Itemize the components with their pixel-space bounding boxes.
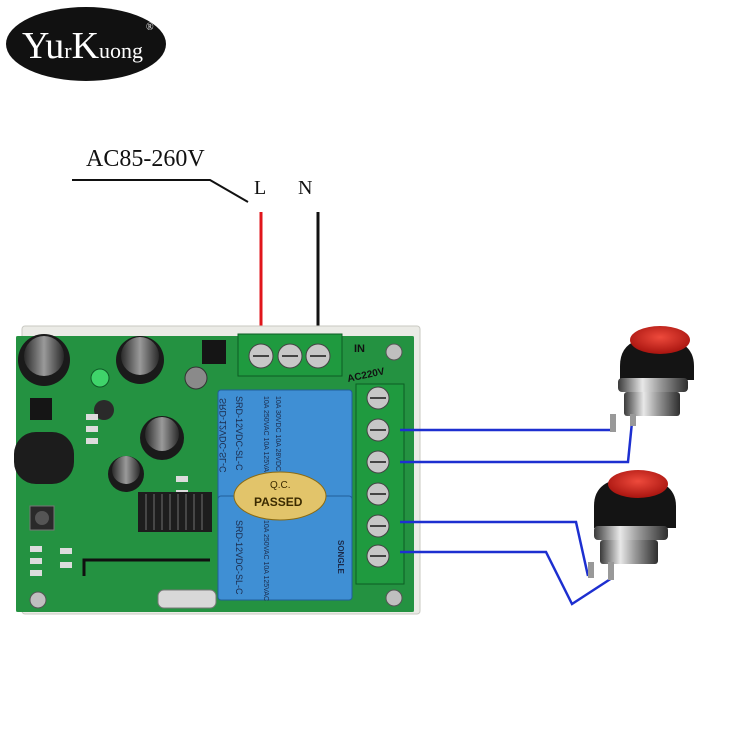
switch-terminal [610, 414, 616, 432]
live-label: L [254, 177, 266, 199]
power-input: AC85-260V L N [72, 146, 320, 345]
rf-coil [138, 492, 212, 532]
switch-nut [618, 378, 688, 392]
push-switch-1[interactable] [610, 326, 694, 432]
switch-cap-icon[interactable] [630, 326, 690, 354]
input-label: IN [354, 343, 365, 355]
switch-terminal [630, 414, 636, 426]
relay-top-model-text: SRD-12VDC-SL-C [234, 396, 244, 471]
crystal-icon [157, 589, 217, 609]
switch-2-wire-b [400, 550, 613, 606]
qc-sticker [233, 471, 327, 521]
switch-nut [594, 526, 668, 540]
logo-letter-y: Yu [22, 25, 64, 67]
logo-text: YurKuong [22, 25, 143, 67]
inductor-icon [14, 432, 74, 484]
capacitor-top [145, 417, 179, 451]
switch-terminal [588, 562, 594, 578]
switch-thread [624, 392, 680, 416]
relay-top-rating-1: 10A 250VAC 10A 125VAC [262, 396, 269, 477]
relay-bottom-rating-1: 10A 250VAC 10A 125VAC [262, 520, 269, 601]
qc-line-2: PASSED [254, 495, 303, 509]
logo-letter-r: r [64, 38, 72, 63]
switch-cap-icon[interactable] [608, 470, 668, 498]
relay-top-model: SRD-12VDC-SL-C [218, 398, 228, 473]
switch-thread [600, 540, 658, 564]
mounting-screws [29, 343, 403, 609]
screw-icon [385, 343, 403, 361]
switch-2-wire-a [400, 520, 590, 577]
receiver-board: IN SRD-12VDC-SL-C SRD-12VDC-SL-C 10A 250… [14, 325, 421, 615]
capacitor-icon [94, 400, 114, 420]
chip-icon [202, 340, 226, 364]
voltage-label: AC85-260V [86, 146, 205, 172]
capacitor-top [112, 456, 140, 484]
brand-logo: YurKuong ® [6, 7, 166, 81]
logo-letters-uong: uong [99, 38, 143, 63]
registered-mark: ® [146, 22, 154, 33]
voltage-leader-line [72, 179, 249, 203]
switch-1-wire-b [400, 421, 634, 464]
relay-bottom-model: SRD-12VDC-SL-C [234, 520, 244, 595]
capacitor-top [121, 337, 159, 375]
neutral-label: N [298, 177, 312, 199]
relay-brand: SONGLE [336, 540, 345, 574]
capacitor-icon [184, 366, 208, 390]
output-terminal-block [355, 383, 405, 585]
push-switch-2[interactable] [588, 470, 676, 580]
input-terminal-block [237, 333, 343, 377]
qc-label: Q.C. PASSED [233, 471, 327, 521]
screw-icon [29, 591, 47, 609]
smd-components [30, 414, 188, 576]
qc-line-1: Q.C. [270, 480, 291, 491]
switch-terminal [608, 562, 614, 580]
chip-icon [30, 398, 52, 420]
learn-button-cap[interactable] [35, 511, 49, 525]
antenna-trace [82, 558, 210, 576]
logo-letter-k: K [72, 25, 100, 67]
switch-wires [400, 421, 634, 606]
led-icon [90, 368, 110, 388]
logo-oval [6, 7, 166, 81]
screw-icon [385, 589, 403, 607]
capacitor-top [24, 336, 64, 376]
capacitors [18, 334, 208, 492]
relay-top-rating-2: 10A 30VDC 10A 28VDC [274, 396, 281, 471]
